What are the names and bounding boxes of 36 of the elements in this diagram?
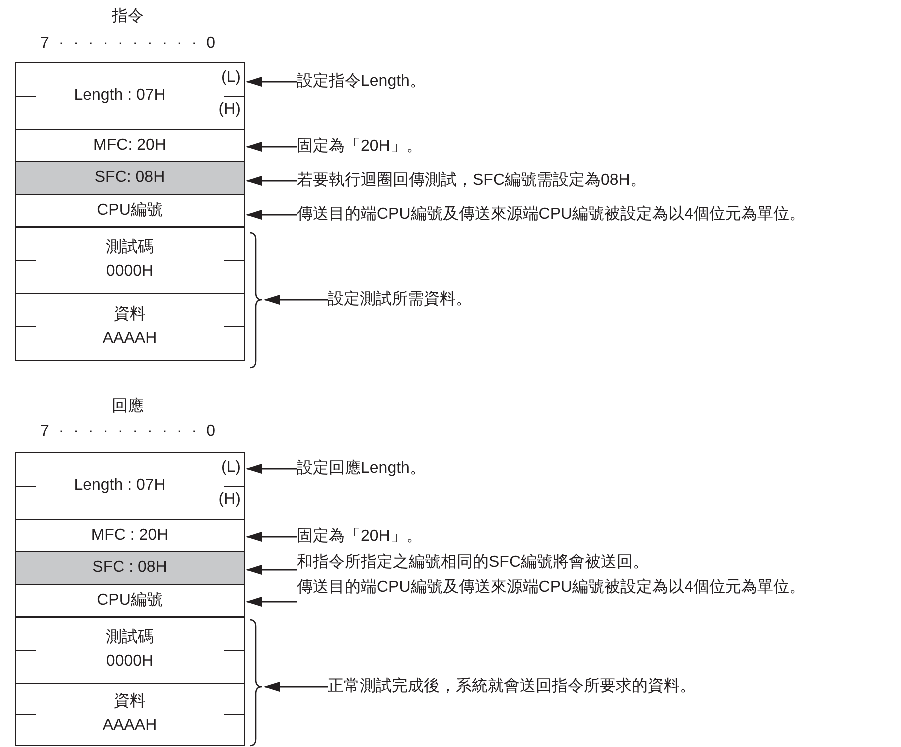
arrow bbox=[246, 210, 297, 220]
section-title: 指令 bbox=[111, 7, 145, 27]
field-box: 測試碼 0000H bbox=[15, 616, 245, 684]
annotation-text: 傳送目的端CPU編號及傳送來源端CPU編號被設定為以4個位元為單位。 bbox=[297, 204, 806, 226]
highlighted-field-box: SFC: 08H bbox=[15, 161, 245, 195]
length-field-box: Length : 07H (L) (H) bbox=[15, 452, 245, 520]
annotation-text: 傳送目的端CPU編號及傳送來源端CPU編號被設定為以4個位元為單位。 bbox=[297, 577, 806, 605]
annotation-text: 正常測試完成後，系統就會送回指令所要求的資料。 bbox=[328, 676, 696, 698]
bit-ruler: 7 · · · · · · · · · · 0 bbox=[40, 35, 216, 53]
arrow bbox=[246, 77, 297, 87]
highlighted-field-box: SFC : 08H bbox=[15, 551, 245, 585]
section-title: 回應 bbox=[111, 396, 145, 417]
field-box: CPU編號 bbox=[15, 584, 245, 618]
curly-brace bbox=[249, 619, 263, 747]
arrow bbox=[246, 597, 297, 607]
field-box: 測試碼 0000H bbox=[15, 226, 245, 294]
arrow bbox=[246, 532, 297, 542]
field-box: 資料 AAAAH bbox=[15, 682, 245, 746]
arrow bbox=[246, 565, 297, 575]
bit-ruler: 7 · · · · · · · · · · 0 bbox=[40, 423, 216, 441]
arrow bbox=[246, 142, 297, 152]
annotation-text: 設定測試所需資料。 bbox=[328, 289, 472, 311]
annotation-text: 固定為「20H」。 bbox=[297, 526, 422, 548]
annotation-text: 固定為「20H」。 bbox=[297, 136, 422, 158]
arrow bbox=[264, 295, 328, 305]
arrow bbox=[264, 682, 328, 692]
curly-brace bbox=[249, 232, 263, 369]
length-field-box: Length : 07H (L) (H) bbox=[15, 62, 245, 130]
field-box: CPU編號 bbox=[15, 194, 245, 228]
arrow bbox=[246, 176, 297, 186]
annotation-text: 設定回應Length。 bbox=[297, 458, 426, 480]
annotation-text: 設定指令Length。 bbox=[297, 71, 426, 93]
field-box: 資料 AAAAH bbox=[15, 292, 245, 360]
arrow bbox=[246, 464, 297, 474]
annotation-text: 若要執行迴圈回傳測試，SFC編號需設定為08H。 bbox=[297, 170, 646, 192]
annotation-text: 和指令所指定之編號相同的SFC編號將會被送回。 bbox=[297, 552, 649, 574]
